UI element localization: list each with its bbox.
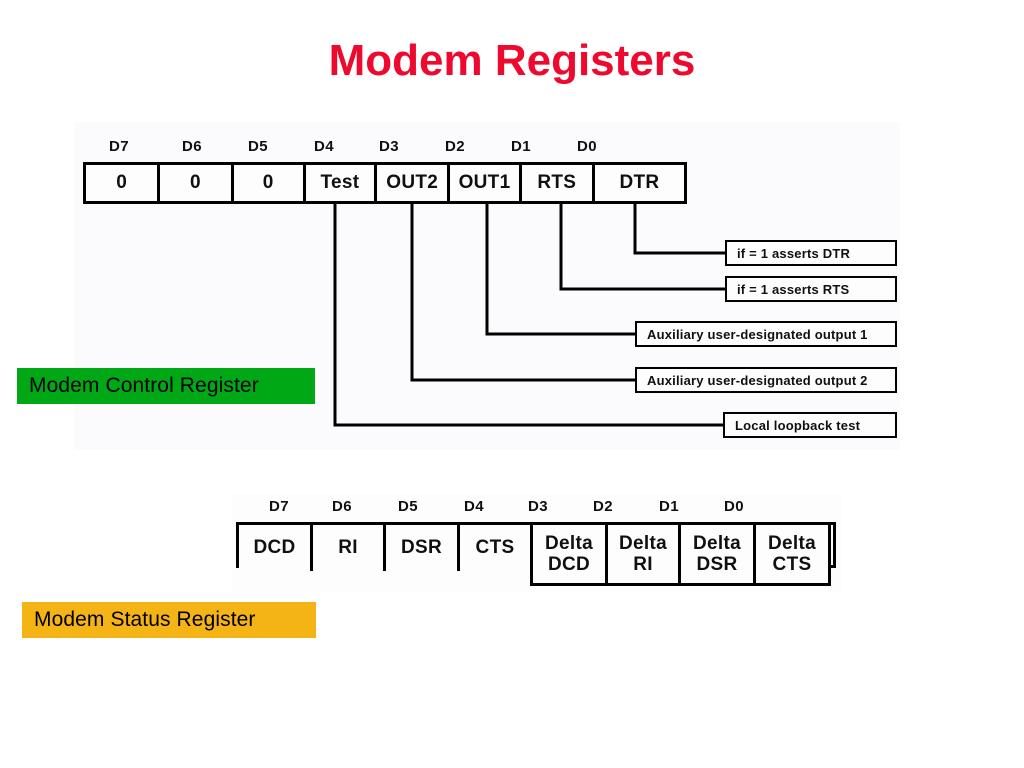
status-cell-d7: DCD [239,525,313,571]
status-cell-d0-line2: CTS [772,554,812,575]
status-cell-d0: Delta CTS [753,522,831,586]
status-cell-d3-line2: DCD [547,554,591,575]
status-cell-d1: Delta DSR [678,522,756,586]
callout-out1: Auxiliary user-designated output 1 [635,321,897,347]
status-bit-label-d3: D3 [528,498,548,515]
control-cell-d6: 0 [160,165,234,201]
control-bit-label-d0: D0 [577,138,597,155]
status-cell-d0-line1: Delta [768,532,816,554]
status-bit-label-d7: D7 [269,498,289,515]
control-register-leader-lines [333,204,725,427]
control-cell-d7: 0 [86,165,161,201]
status-cell-d6-line1: RI [338,537,358,559]
callout-dtr: if = 1 asserts DTR [725,240,897,266]
status-cell-d2-line2: RI [633,554,653,575]
status-cell-d5-line1: DSR [400,537,442,559]
status-bit-labels: D7 D6 D5 D4 D3 D2 D1 D0 [236,498,836,518]
callout-loopback: Local loopback test [723,412,897,438]
status-cell-d4-line1: CTS [475,537,515,559]
control-bit-label-d1: D1 [511,138,531,155]
leader-line-rts [559,204,725,291]
status-cell-d3: Delta DCD [530,522,608,586]
status-cell-d2: Delta RI [605,522,681,586]
control-bit-label-d7: D7 [109,138,129,155]
control-bit-label-d4: D4 [314,138,334,155]
control-bit-label-d3: D3 [379,138,399,155]
control-cell-d1: RTS [521,165,595,201]
status-cell-d4: CTS [460,525,533,571]
control-bit-label-d6: D6 [182,138,202,155]
modem-control-register-label: Modem Control Register [17,368,315,404]
control-cell-d2: OUT1 [450,165,522,201]
status-cell-d1-line2: DSR [696,554,738,575]
callout-rts: if = 1 asserts RTS [725,276,897,302]
modem-status-register-label: Modem Status Register [22,602,316,638]
control-register-table: 0 0 0 Test OUT2 OUT1 RTS DTR [83,162,687,204]
status-cell-d6: RI [313,525,386,571]
status-cell-d1-line1: Delta [693,532,741,554]
page-title: Modem Registers [328,36,696,85]
status-cell-d5: DSR [386,525,460,571]
leader-line-out2 [410,204,635,382]
status-register-table: DCD RI DSR CTS Delta DCD Delta RI Delta … [236,522,836,586]
control-cell-d3: OUT2 [377,165,451,201]
control-cell-d4: Test [305,165,378,201]
control-bit-label-d2: D2 [445,138,465,155]
status-bit-label-d1: D1 [659,498,679,515]
status-cell-d2-line1: Delta [619,532,667,554]
status-cell-d7-line1: DCD [253,537,296,559]
control-bit-label-d5: D5 [248,138,268,155]
status-bit-label-d4: D4 [464,498,484,515]
leader-line-test [333,204,723,427]
callout-out2: Auxiliary user-designated output 2 [635,367,897,393]
control-cell-d5: 0 [233,165,306,201]
leader-line-out1 [485,204,635,336]
status-bit-label-d5: D5 [398,498,418,515]
modem-status-register-figure: D7 D6 D5 D4 D3 D2 D1 D0 DCD RI DSR CTS D… [232,494,842,592]
status-bit-label-d2: D2 [593,498,613,515]
leader-line-dtr [633,204,725,255]
status-bit-label-d0: D0 [724,498,744,515]
control-bit-labels: D7 D6 D5 D4 D3 D2 D1 D0 [83,138,687,158]
status-cell-d3-line1: Delta [545,532,593,554]
status-bit-label-d6: D6 [332,498,352,515]
control-cell-d0: DTR [594,165,685,201]
